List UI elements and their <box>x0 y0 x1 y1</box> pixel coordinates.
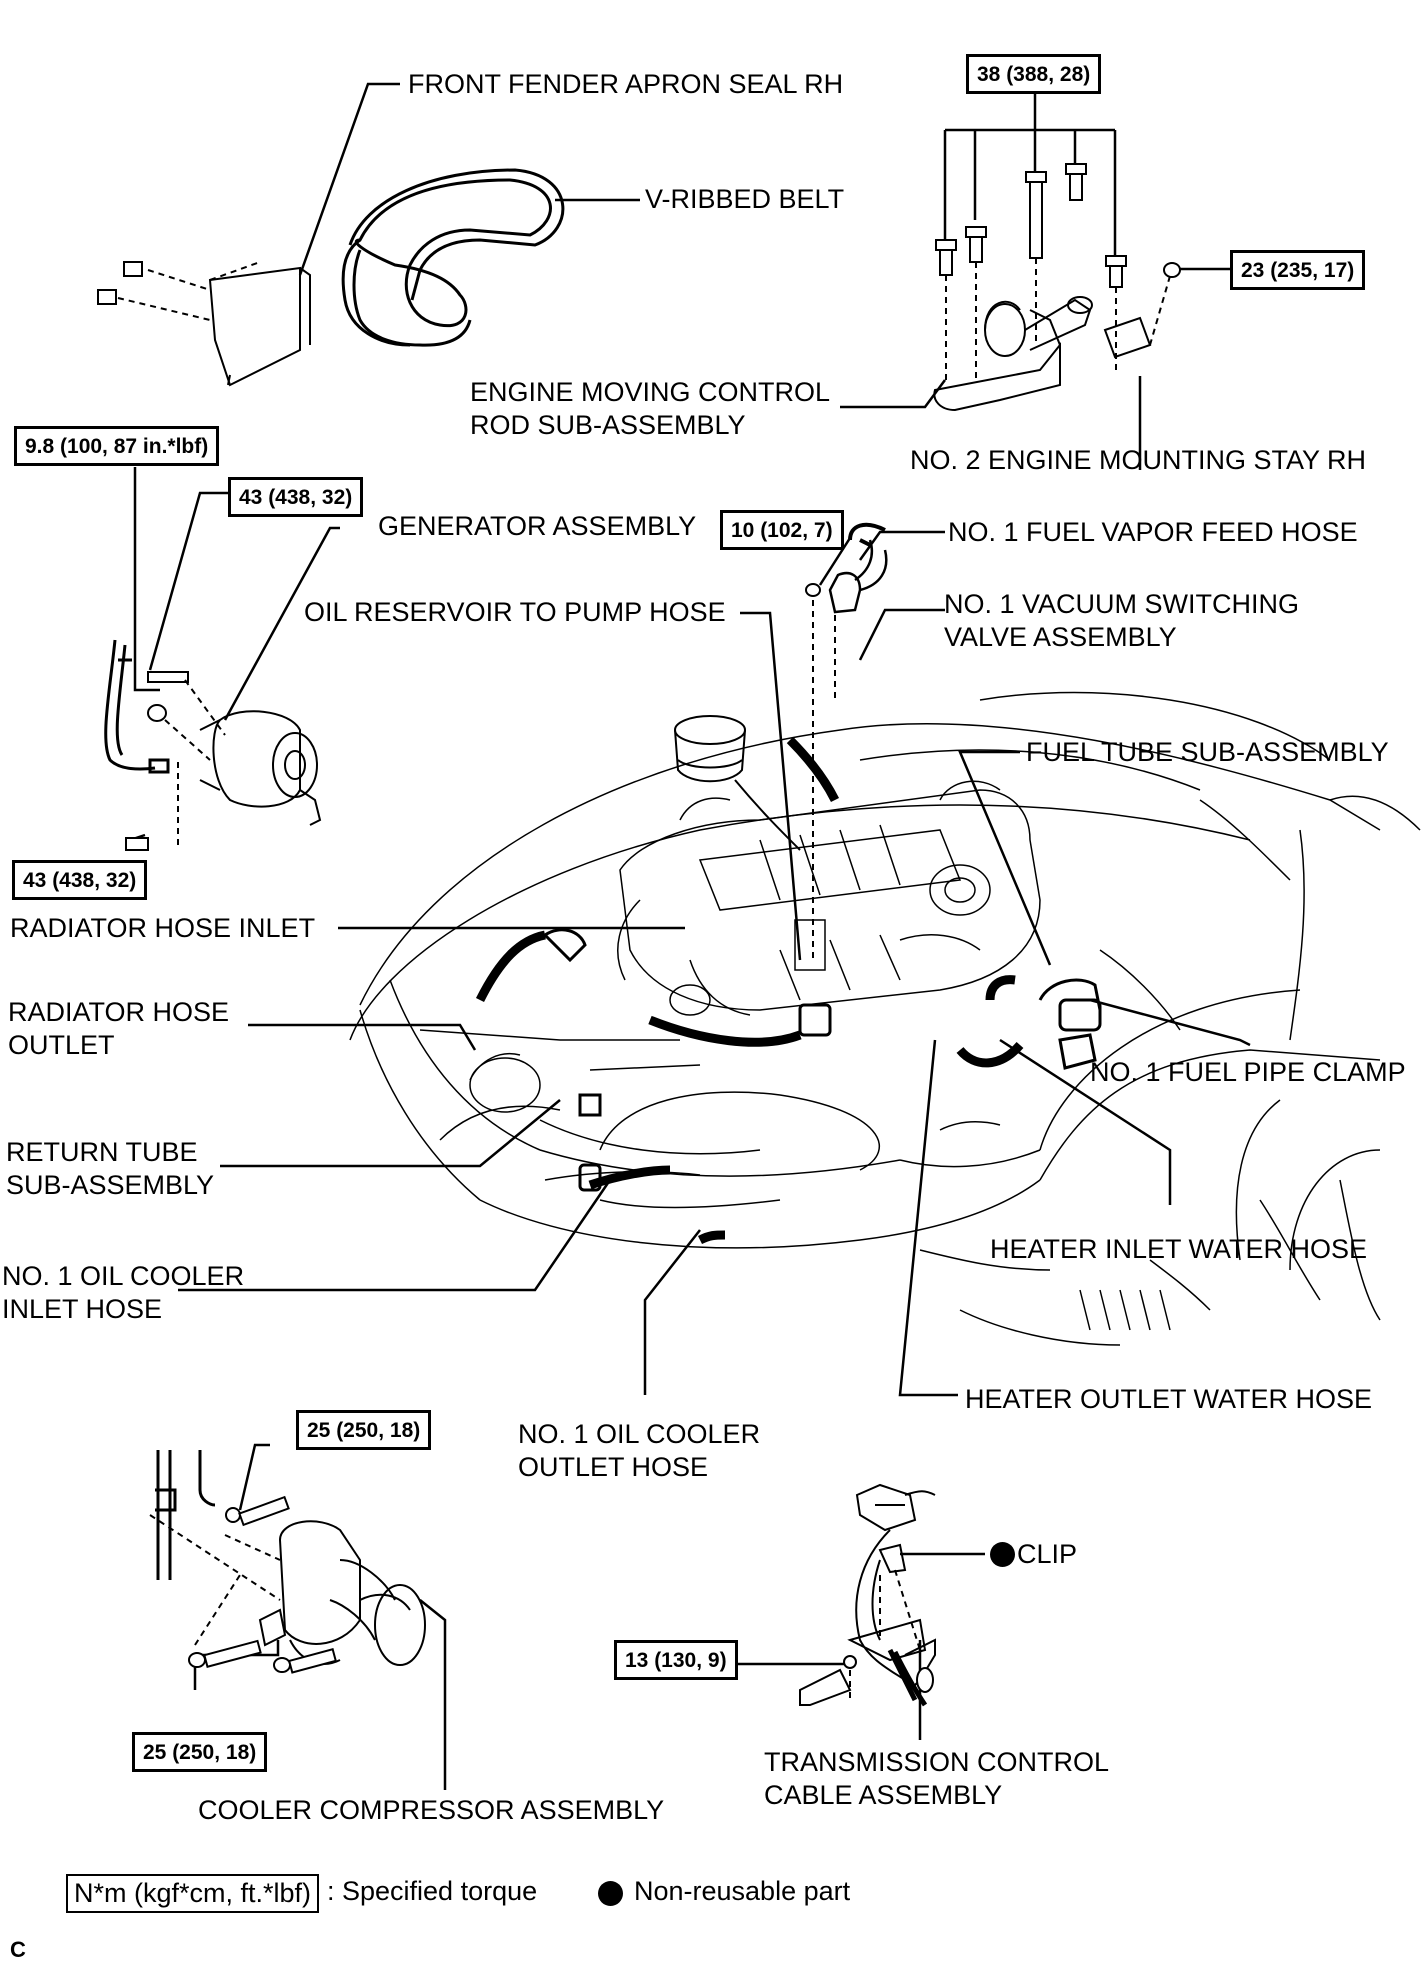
oil-reservoir <box>674 715 801 851</box>
torque-9-8: 9.8 (100, 87 in.*lbf) <box>14 426 220 466</box>
torque-23: 23 (235, 17) <box>1230 250 1366 290</box>
torque-25-bottom: 25 (250, 18) <box>132 1732 268 1772</box>
legend-torque-box: N*m (kgf*cm, ft.*lbf) <box>66 1874 320 1913</box>
torque-25-top: 25 (250, 18) <box>296 1410 432 1450</box>
fender-apron-seal-art <box>117 261 311 387</box>
figure-code: C <box>10 1937 26 1962</box>
label-return-tube: RETURN TUBE SUB-ASSEMBLY <box>6 1137 215 1200</box>
label-cooler-compressor-assembly: COOLER COMPRESSOR ASSEMBLY <box>198 1795 665 1825</box>
torque-10: 10 (102, 7) <box>720 510 844 550</box>
torque-13: 13 (130, 9) <box>614 1640 738 1680</box>
label-v-ribbed-belt: V-RIBBED BELT <box>645 184 845 214</box>
legend-nonreusable-dot-icon <box>598 1881 623 1906</box>
engine-mount-rod-art <box>933 296 1152 412</box>
generator-wire <box>104 639 170 774</box>
label-fuel-tube-sub-assembly: FUEL TUBE SUB-ASSEMBLY <box>1026 737 1389 767</box>
label-clip: CLIP <box>1017 1539 1078 1569</box>
legend-nonreusable-text: Non-reusable part <box>634 1876 851 1906</box>
engine-block <box>617 780 1041 1016</box>
transmission-cable-art <box>799 1483 936 1706</box>
label-radiator-hose-inlet: RADIATOR HOSE INLET <box>10 913 316 943</box>
cooler-compressor-art <box>278 1520 426 1666</box>
label-engine-moving-control-rod: ENGINE MOVING CONTROL ROD SUB-ASSEMBLY <box>470 377 831 440</box>
label-no1-fuel-vapor-feed-hose: NO. 1 FUEL VAPOR FEED HOSE <box>948 517 1358 547</box>
torque-43-bottom: 43 (438, 32) <box>12 860 148 900</box>
torque-38: 38 (388, 28) <box>966 54 1102 94</box>
label-no1-oil-cooler-outlet-hose: NO. 1 OIL COOLER OUTLET HOSE <box>518 1419 761 1482</box>
label-oil-reservoir-to-pump-hose: OIL RESERVOIR TO PUMP HOSE <box>304 597 726 627</box>
label-heater-outlet-water-hose: HEATER OUTLET WATER HOSE <box>965 1384 1373 1414</box>
nonreusable-dot-icon <box>990 1542 1015 1567</box>
label-no1-fuel-pipe-clamp: NO. 1 FUEL PIPE CLAMP <box>1090 1057 1406 1087</box>
fender-seal-bolts <box>97 261 143 305</box>
engine-mount-bolts <box>935 163 1181 288</box>
vacuum-valve-art <box>828 539 888 614</box>
vapor-feed-art <box>848 522 886 547</box>
legend-torque-text: : Specified torque <box>327 1876 538 1906</box>
label-transmission-control-cable: TRANSMISSION CONTROL CABLE ASSEMBLY <box>764 1747 1110 1810</box>
label-no2-engine-mounting-stay: NO. 2 ENGINE MOUNTING STAY RH <box>910 445 1367 475</box>
label-no1-oil-cooler-inlet-hose: NO. 1 OIL COOLER INLET HOSE <box>2 1261 245 1324</box>
torque-43-top: 43 (438, 32) <box>228 477 364 517</box>
label-heater-inlet-water-hose: HEATER INLET WATER HOSE <box>990 1234 1368 1264</box>
label-generator-assembly: GENERATOR ASSEMBLY <box>378 511 697 541</box>
compressor-hoses <box>155 1450 216 1580</box>
generator-art <box>199 710 322 826</box>
label-front-fender-apron-seal: FRONT FENDER APRON SEAL RH <box>408 69 844 99</box>
leader-lines <box>128 82 1251 1790</box>
label-no1-vacuum-switching-valve: NO. 1 VACUUM SWITCHING VALVE ASSEMBLY <box>944 589 1300 652</box>
v-ribbed-belt-art <box>341 168 565 347</box>
vehicle-body-outline <box>349 691 1421 1346</box>
label-radiator-hose-outlet: RADIATOR HOSE OUTLET <box>8 997 230 1060</box>
